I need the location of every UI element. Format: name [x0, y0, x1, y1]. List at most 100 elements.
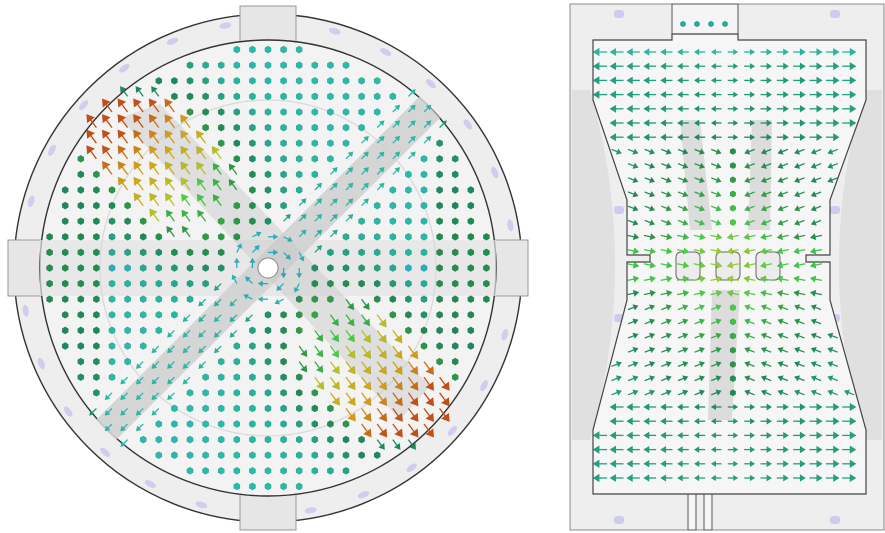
field-dot: [249, 404, 256, 413]
field-arrow: [180, 129, 191, 144]
field-dot: [295, 295, 303, 304]
field-arrow: [810, 190, 822, 198]
field-dot: [233, 45, 241, 54]
field-dot: [264, 154, 272, 163]
field-dot: [217, 451, 225, 460]
field-arrow: [676, 417, 689, 425]
field-dot: [467, 295, 475, 304]
field-dot: [171, 264, 178, 272]
field-arrow: [135, 376, 144, 385]
field-dot: [467, 326, 475, 335]
field-dot: [93, 264, 100, 272]
field-arrow: [643, 403, 657, 411]
field-arrow: [181, 225, 191, 238]
field-arrow: [710, 105, 722, 113]
field-arrow: [592, 76, 608, 85]
field-dot: [420, 201, 428, 210]
field-dot: [249, 466, 256, 475]
field-arrow: [119, 85, 129, 97]
field-arrow: [609, 459, 624, 468]
field-arrow: [777, 346, 789, 354]
field-arrow: [760, 205, 772, 212]
inlet-dot: [722, 20, 728, 28]
field-dot: [264, 92, 272, 101]
field-arrow: [710, 304, 722, 311]
field-dot: [436, 295, 443, 304]
field-arrow: [777, 219, 789, 226]
field-dot: [483, 279, 490, 288]
field-arrow: [133, 98, 144, 113]
field-arrow: [694, 318, 706, 325]
field-arrow: [151, 85, 160, 97]
field-dot: [108, 248, 116, 257]
field-arrow: [694, 148, 706, 155]
field-arrow: [195, 130, 207, 144]
field-dot: [358, 123, 365, 132]
bolt-head: [48, 144, 56, 156]
field-arrow: [744, 119, 756, 127]
field-dot: [155, 279, 163, 288]
field-arrow: [810, 304, 822, 311]
field-arrow: [660, 417, 673, 425]
field-dot: [202, 404, 209, 413]
field-arrow: [793, 318, 805, 325]
field-arrow: [677, 148, 689, 155]
field-arrow: [809, 289, 823, 297]
bolt-head: [380, 48, 392, 56]
field-arrow: [693, 474, 706, 482]
field-dot: [124, 279, 131, 288]
field-arrow: [827, 389, 838, 396]
bolt-head: [614, 516, 624, 524]
field-dot: [264, 217, 272, 226]
field-arrow: [760, 318, 772, 325]
field-dot: [389, 279, 397, 288]
field-arrow: [644, 176, 656, 184]
field-arrow: [710, 62, 722, 70]
field-dot: [280, 201, 287, 210]
field-arrow: [661, 304, 672, 311]
field-arrow: [376, 120, 385, 129]
field-dot: [389, 217, 397, 226]
field-arrow: [361, 345, 372, 359]
field-dot: [233, 217, 241, 226]
field-arrow: [228, 178, 238, 191]
field-dot: [467, 186, 475, 194]
field-arrow: [776, 417, 790, 425]
field-arrow: [677, 304, 689, 311]
bolt-head: [144, 480, 156, 488]
field-dot: [186, 295, 194, 304]
field-arrow: [627, 304, 639, 311]
field-arrow: [793, 304, 805, 311]
field-arrow: [825, 133, 840, 142]
field-arrow: [376, 376, 388, 391]
bolt-head: [463, 119, 473, 130]
field-dot: [139, 295, 147, 304]
field-dot: [264, 170, 272, 179]
field-dot: [233, 139, 241, 148]
field-arrow: [760, 133, 773, 141]
field-dot: [373, 248, 381, 257]
field-dot: [217, 108, 225, 116]
field-arrow: [135, 85, 144, 97]
field-arrow: [809, 431, 823, 440]
field-dot: [61, 279, 69, 288]
field-arrow: [245, 276, 253, 285]
top-view-panel: [7, 5, 529, 531]
field-dot: [358, 76, 365, 85]
field-dot: [233, 482, 241, 491]
field-dot: [280, 310, 287, 319]
field-arrow: [345, 330, 355, 343]
field-arrow: [407, 151, 416, 160]
field-arrow: [744, 403, 756, 411]
field-arrow: [643, 417, 657, 426]
field-dot: [420, 279, 428, 288]
field-dot: [327, 139, 334, 148]
field-arrow: [133, 113, 144, 128]
field-arrow: [727, 63, 739, 70]
field-arrow: [827, 332, 838, 340]
field-dot: [436, 154, 443, 163]
field-arrow: [793, 445, 806, 454]
field-arrow: [135, 392, 144, 401]
field-dot: [436, 264, 443, 272]
field-dot: [436, 326, 443, 335]
